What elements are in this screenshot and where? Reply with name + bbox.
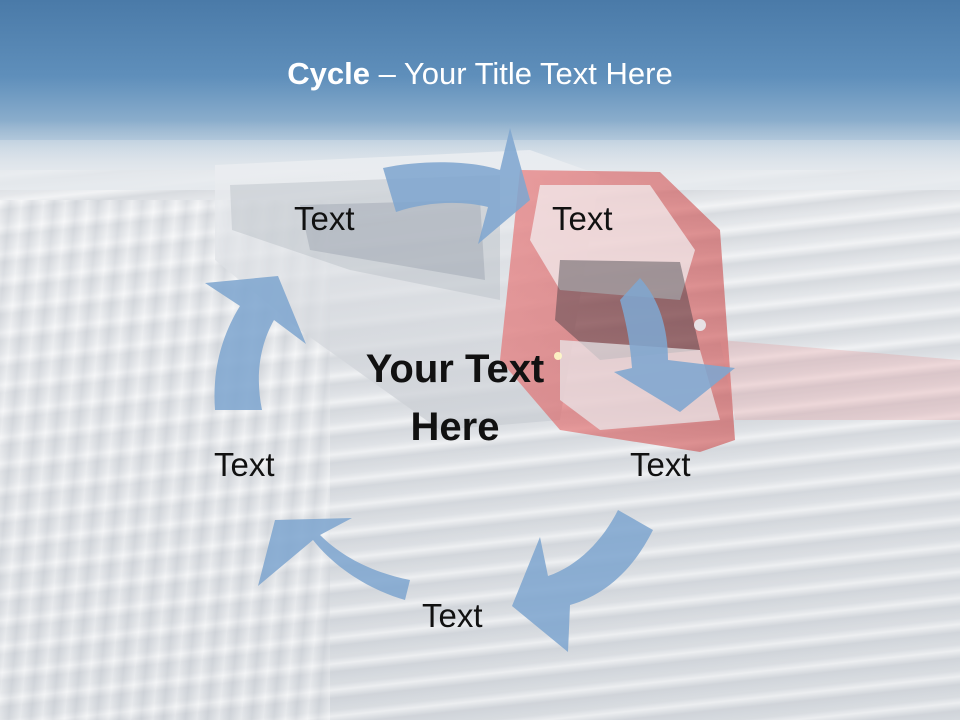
- cycle-arrow-bottom-left: [258, 518, 410, 600]
- cycle-arrow-bottom-right: [512, 510, 653, 652]
- cycle-arrow-left: [205, 276, 306, 410]
- title-rest: – Your Title Text Here: [370, 56, 673, 91]
- cycle-node-1-label: Text: [294, 200, 355, 237]
- sky-background: [0, 0, 960, 140]
- cycle-arrow-top: [383, 128, 530, 244]
- center-text-line-1: Your Text: [365, 347, 545, 391]
- cycle-node-3-label: Text: [630, 446, 691, 483]
- center-text: Your Text Here: [330, 340, 580, 456]
- slide-title: Cycle – Your Title Text Here: [0, 56, 960, 92]
- center-text-line-2: Here: [410, 405, 500, 449]
- title-bold: Cycle: [287, 56, 370, 91]
- cycle-node-2-label: Text: [552, 200, 613, 237]
- cycle-node-5-label: Text: [214, 446, 275, 483]
- cycle-node-4-label: Text: [422, 597, 483, 634]
- cycle-arrow-right: [614, 278, 735, 412]
